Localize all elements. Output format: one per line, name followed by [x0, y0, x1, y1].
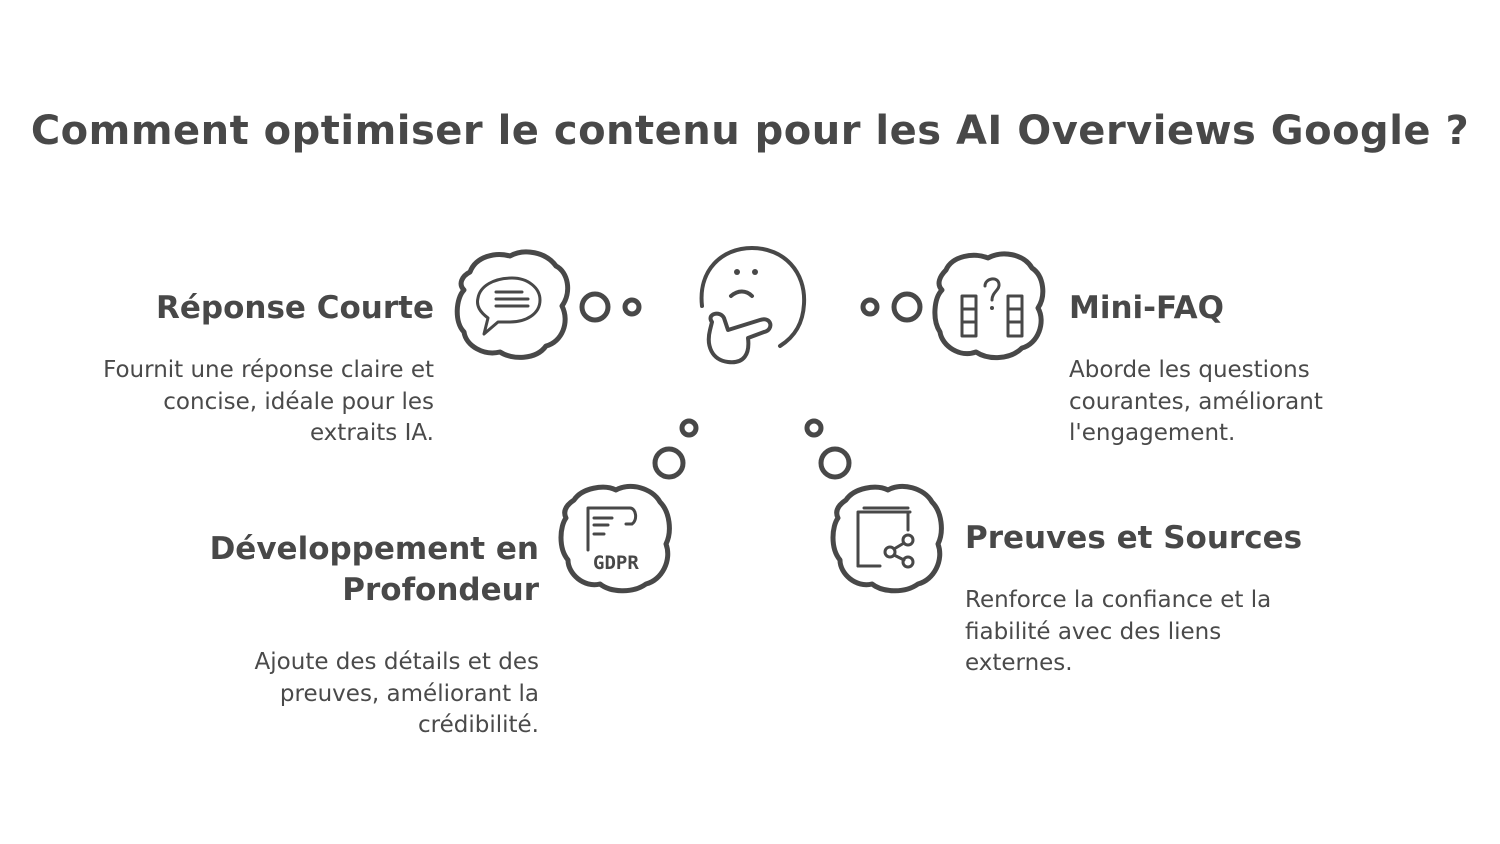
book-share-icon — [830, 484, 944, 594]
diagram-title: Comment optimiser le contenu pour les AI… — [30, 108, 1470, 154]
gdpr-document-icon: GDPR — [558, 484, 672, 594]
speech-bubble-icon — [454, 249, 571, 360]
description-mini-faq: Aborde les questions courantes, améliora… — [1069, 357, 1323, 446]
description-preuves-sources: Renforce la confiance et la fiabilité av… — [965, 587, 1272, 676]
description-reponse-courte: Fournit une réponse claire et concise, i… — [103, 357, 434, 446]
heading-reponse-courte: Réponse Courte — [156, 290, 434, 326]
thought-bubble-large — [652, 446, 686, 480]
description-developpement-profondeur: Ajoute des détails et des preuves, améli… — [254, 649, 539, 738]
thought-bubble-small — [804, 418, 824, 438]
heading-mini-faq: Mini-FAQ — [1069, 290, 1224, 326]
heading-preuves-sources: Preuves et Sources — [965, 520, 1303, 556]
thinking-face-icon — [699, 246, 807, 365]
thought-bubble-small — [622, 297, 642, 317]
thought-bubble-large — [579, 291, 611, 323]
heading-developpement-profondeur: Développement en Profondeur — [209, 531, 539, 608]
thought-bubble-small — [860, 297, 880, 317]
thought-bubble-large — [818, 446, 852, 480]
thought-bubble-large — [891, 291, 923, 323]
gdpr-label: GDPR — [593, 552, 639, 574]
faq-question-icon — [932, 251, 1046, 360]
thought-bubble-small — [679, 418, 699, 438]
